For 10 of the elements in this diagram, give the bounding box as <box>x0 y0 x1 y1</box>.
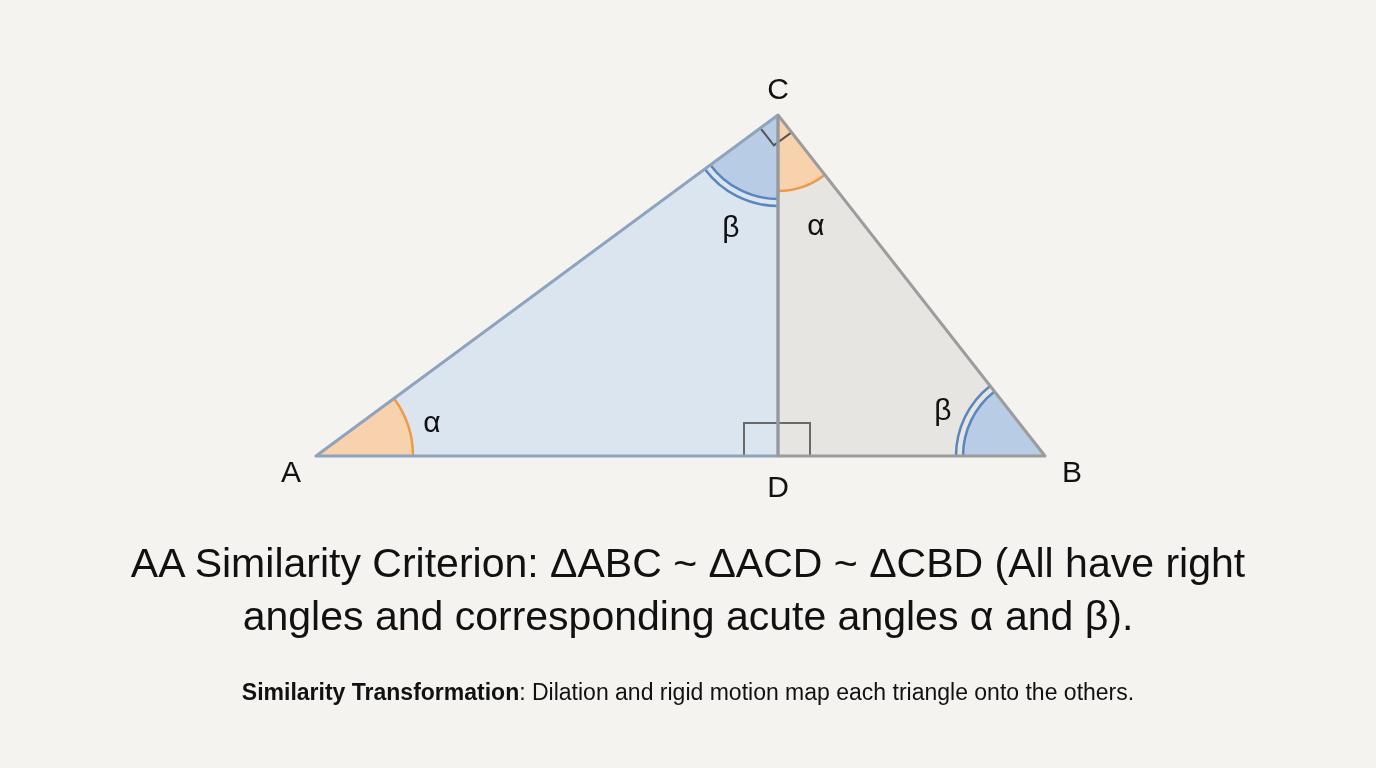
transformation-note: Similarity Transformation: Dilation and rigid motion map each triangle onto the others. <box>241 680 1135 704</box>
vertex-label: C <box>767 74 789 104</box>
angle-label: α <box>807 210 825 240</box>
angle-label: α <box>423 407 441 437</box>
vertex-label: B <box>1062 457 1082 487</box>
vertex-label: A <box>281 457 301 487</box>
vertex-label: D <box>767 472 789 502</box>
angle-label: β <box>722 212 740 242</box>
criterion-statement: AA Similarity Criterion: ΔABC ~ ΔACD ~ ΔCBD (All have right angles and corresponding acute angles α and β). <box>129 538 1247 641</box>
angle-label: β <box>934 395 952 425</box>
